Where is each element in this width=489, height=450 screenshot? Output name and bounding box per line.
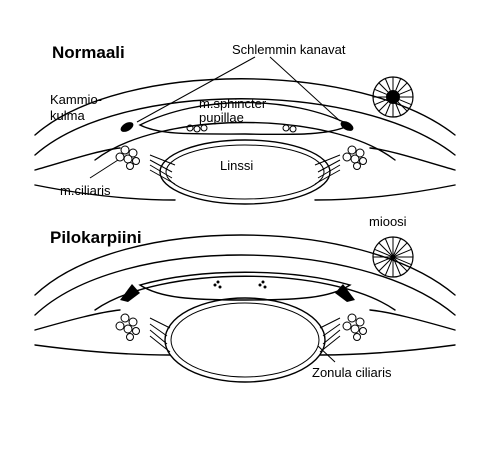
- chamber-angle-label-2: kulma: [50, 108, 85, 123]
- constricted-pupil-icon: [372, 236, 414, 278]
- schlemm-canal-right: [340, 121, 354, 131]
- zonula-label: Zonula ciliaris: [312, 365, 392, 380]
- pilocarpine-eye-section: [34, 234, 456, 383]
- pilocarpine-title: Pilokarpiini: [50, 228, 142, 247]
- normal-eye-section: [34, 56, 456, 205]
- dilated-pupil-icon: [372, 76, 414, 118]
- schlemm-canal-left-2: [120, 284, 140, 302]
- miosis-label: mioosi: [369, 214, 407, 229]
- chamber-angle-label-1: Kammio-: [50, 92, 102, 107]
- ciliary-label: m.ciliaris: [60, 183, 111, 198]
- schlemm-canal-left: [120, 122, 134, 132]
- sphincter-label-2: pupillae: [199, 110, 244, 125]
- lens-label: Linssi: [220, 158, 253, 173]
- sphincter-label-1: m.sphincter: [199, 96, 267, 111]
- normal-title: Normaali: [52, 43, 125, 62]
- schlemm-canal-right-2: [335, 284, 355, 302]
- schlemm-label: Schlemmin kanavat: [232, 42, 346, 57]
